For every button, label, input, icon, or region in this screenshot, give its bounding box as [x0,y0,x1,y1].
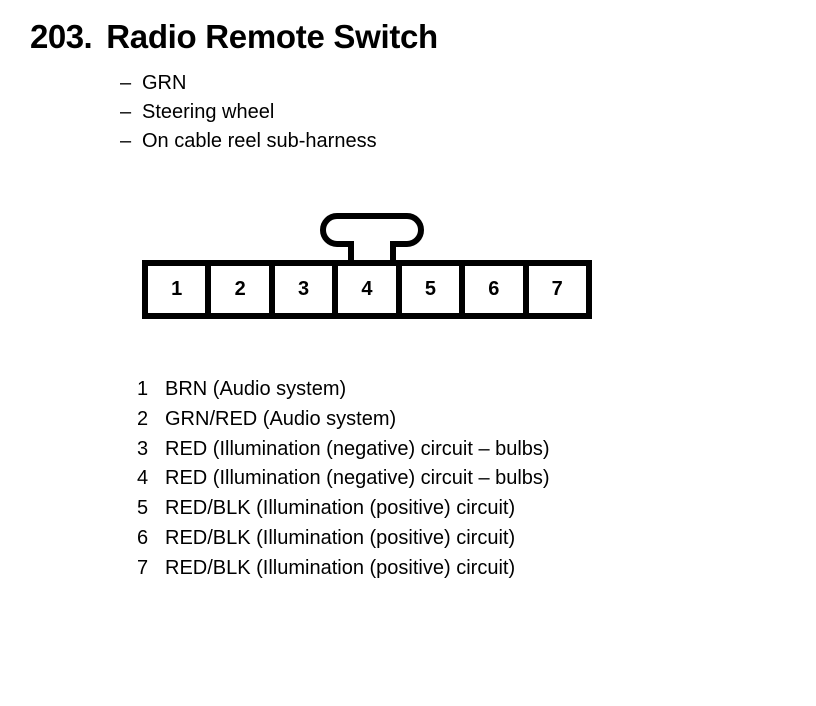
legend-row: 6 RED/BLK (Illumination (positive) circu… [137,524,550,554]
legend-row: 7 RED/BLK (Illumination (positive) circu… [137,554,550,584]
section-title: Radio Remote Switch [106,18,438,55]
attribute-list: – GRN – Steering wheel – On cable reel s… [120,69,377,156]
section-number: 203. [30,18,93,55]
legend-row: 4 RED (Illumination (negative) circuit –… [137,464,550,494]
pin-cell-1: 1 [148,266,212,313]
legend-pin-description: RED/BLK (Illumination (positive) circuit… [165,497,516,520]
legend-pin-number: 2 [137,407,149,430]
pin-cell-5: 5 [401,266,466,313]
legend-pin-description: RED/BLK (Illumination (positive) circuit… [165,556,516,579]
locking-tab-joint [354,239,390,247]
pin-cell-6: 6 [465,266,529,313]
legend-pin-number: 6 [137,526,149,549]
list-item: – On cable reel sub-harness [120,127,377,156]
legend-pin-description: GRN/RED (Audio system) [165,407,397,430]
dash-icon: – [120,72,132,94]
pin-legend: 1 BRN (Audio system) 2 GRN/RED (Audio sy… [137,375,550,584]
legend-row: 1 BRN (Audio system) [137,375,550,405]
legend-row: 5 RED/BLK (Illumination (positive) circu… [137,494,550,524]
dash-icon: – [120,130,132,152]
connector-body: 1 2 3 4 5 6 7 [142,260,592,319]
legend-pin-description: RED (Illumination (negative) circuit – b… [165,467,550,490]
attribute-label: Steering wheel [142,101,275,123]
legend-pin-description: BRN (Audio system) [165,378,347,400]
list-item: – GRN [120,69,377,98]
list-item: – Steering wheel [120,98,377,127]
page-title: 203. Radio Remote Switch [30,18,438,56]
pin-cell-4: 4 [338,266,402,313]
attribute-label: On cable reel sub-harness [142,130,377,152]
legend-row: 2 GRN/RED (Audio system) [137,405,550,435]
legend-row: 3 RED (Illumination (negative) circuit –… [137,435,550,465]
legend-pin-number: 1 [137,378,149,400]
pin-cell-2: 2 [211,266,275,313]
pin-cell-7: 7 [528,266,586,313]
legend-pin-description: RED/BLK (Illumination (positive) circuit… [165,526,516,549]
legend-pin-number: 4 [137,467,149,490]
legend-pin-number: 5 [137,497,149,520]
attribute-label: GRN [142,72,187,94]
legend-pin-description: RED (Illumination (negative) circuit – b… [165,437,550,460]
legend-pin-number: 7 [137,556,149,579]
connector-diagram: 1 2 3 4 5 6 7 [142,213,592,319]
legend-pin-number: 3 [137,437,149,460]
pin-cell-3: 3 [274,266,339,313]
dash-icon: – [120,101,132,123]
